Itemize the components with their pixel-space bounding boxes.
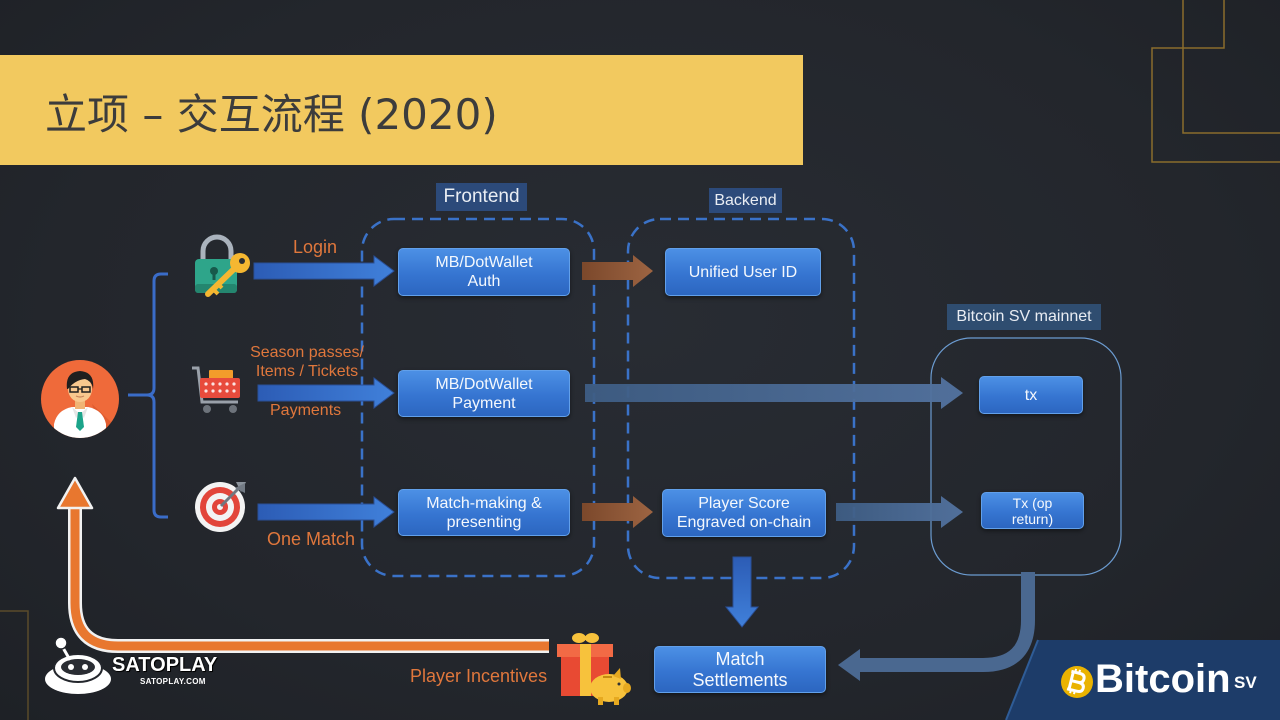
node-line: MB/DotWallet — [435, 375, 533, 393]
label-line: Season passes/ — [250, 344, 364, 361]
mainnet-tag: Bitcoin SV mainnet — [947, 304, 1101, 330]
user-avatar-icon — [41, 360, 119, 438]
node-line: Unified User ID — [688, 263, 798, 281]
user-bracket — [128, 272, 168, 519]
node-line: Match — [715, 648, 765, 669]
frontend-tag: Frontend — [436, 183, 527, 211]
payment-node: MB/DotWallet Payment — [398, 370, 570, 417]
node-line: MB/DotWallet — [435, 254, 533, 271]
auth-to-uid-arrow — [582, 255, 653, 287]
opreturn-to-settlement-arrow — [838, 572, 1035, 681]
matchmaking-node: Match-making & presenting — [398, 489, 570, 536]
match-to-score-arrow — [582, 496, 653, 528]
bitcoin-icon — [1061, 666, 1093, 698]
shopping-cart-icon — [192, 366, 240, 413]
node-line: Match-making & — [426, 494, 542, 512]
node-line: Player Score — [698, 495, 790, 512]
payment-arrow — [257, 377, 395, 409]
unified-user-id-node: Unified User ID — [665, 248, 821, 296]
bitcoin-logo-suffix: SV — [1234, 673, 1257, 692]
login-arrow — [253, 255, 395, 287]
target-dart-icon — [195, 482, 246, 532]
backend-tag: Backend — [709, 188, 782, 213]
label-line: Items / Tickets — [255, 363, 359, 380]
player-score-node: Player Score Engraved on-chain — [662, 489, 826, 537]
tx-op-return-node: Tx (op return) — [981, 492, 1084, 529]
payments-label: Payments — [270, 402, 342, 419]
node-line: Tx (op — [1012, 494, 1053, 511]
login-label: Login — [293, 237, 338, 257]
node-line: Settlements — [692, 669, 788, 690]
tx-node: tx — [979, 376, 1083, 414]
score-to-opreturn-arrow — [836, 496, 963, 528]
satoplay-joystick-icon — [45, 636, 111, 694]
bitcoin-sv-badge — [1005, 639, 1280, 720]
satoplay-logo-site: SATOPLAY.COM — [140, 677, 206, 686]
node-line: tx — [1024, 386, 1038, 404]
title-bar: 立项 – 交互流程 (2020) — [0, 55, 803, 165]
node-line: Auth — [467, 273, 501, 290]
bitcoin-logo-name: Bitcoin — [1095, 657, 1231, 701]
mainnet-frame — [930, 337, 1122, 576]
node-line: return) — [1011, 510, 1054, 527]
incentive-arrow — [56, 476, 549, 653]
satoplay-logo-name: SATOPLAY — [112, 654, 218, 676]
node-line: presenting — [446, 513, 522, 531]
page-title: 立项 – 交互流程 (2020) — [45, 90, 498, 139]
one-match-label: One Match — [267, 529, 356, 549]
node-line: Engraved on-chain — [676, 514, 812, 531]
season-passes-label: Season passes/ Items / Tickets — [244, 343, 370, 381]
score-to-settlement-arrow — [724, 556, 760, 628]
node-line: Payment — [452, 394, 516, 412]
match-settlements-node: Match Settlements — [654, 646, 826, 693]
match-arrow — [257, 496, 395, 528]
player-incentives-label: Player Incentives — [410, 666, 548, 686]
lock-key-icon — [195, 234, 250, 297]
gift-piggy-bank-icon — [557, 633, 631, 705]
payment-to-tx-arrow — [585, 377, 963, 409]
auth-node: MB/DotWallet Auth — [398, 248, 570, 296]
